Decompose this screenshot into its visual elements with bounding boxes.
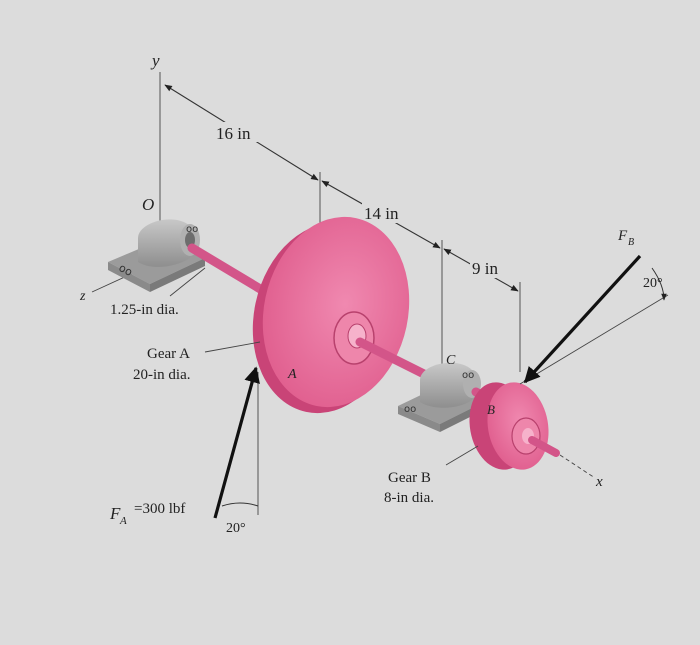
gear-b-letter: B xyxy=(487,402,495,417)
force-b-subscript: B xyxy=(628,237,634,248)
gear-a-name: Gear A xyxy=(147,346,190,362)
svg-text:x: x xyxy=(595,474,603,490)
gear-b-name: Gear B xyxy=(388,470,431,486)
shaft-end xyxy=(528,436,560,457)
gear-b xyxy=(469,382,549,470)
bearing-o: oo oo xyxy=(108,219,205,292)
force-a-subscript: A xyxy=(119,515,127,527)
shaft-segment-left xyxy=(187,243,277,301)
force-a-symbol: F xyxy=(109,504,121,523)
gear-a xyxy=(252,216,410,414)
svg-text:z: z xyxy=(79,289,86,304)
force-a-arrow xyxy=(213,366,260,519)
force-b-arrow xyxy=(519,254,669,385)
gear-a-diameter: 20-in dia. xyxy=(133,367,191,383)
force-a-angle: 20° xyxy=(226,521,246,536)
bearing-c-letter: C xyxy=(446,353,456,368)
svg-text:oo: oo xyxy=(117,261,135,279)
svg-text:oo: oo xyxy=(462,370,474,381)
dimension-14in: 14 in xyxy=(364,204,399,223)
gear-a-letter: A xyxy=(287,367,297,382)
shaft-segment-middle xyxy=(355,337,437,383)
gear-b-diameter: 8-in dia. xyxy=(384,490,434,506)
y-axis: y xyxy=(150,51,161,245)
svg-text:oo: oo xyxy=(404,404,416,415)
svg-text:oo: oo xyxy=(186,224,198,235)
svg-text:y: y xyxy=(150,51,160,70)
x-axis: x xyxy=(559,454,603,490)
dimension-16in: 16 in xyxy=(216,124,251,143)
origin-label: O xyxy=(142,195,154,214)
bearing-c: oo oo xyxy=(398,362,492,432)
force-b-symbol: F xyxy=(617,228,628,244)
shaft-diameter-label: 1.25-in dia. xyxy=(110,302,179,318)
force-a-value: =300 lbf xyxy=(134,501,185,517)
force-b-angle: 20° xyxy=(643,276,663,291)
dimension-9in: 9 in xyxy=(472,259,498,278)
